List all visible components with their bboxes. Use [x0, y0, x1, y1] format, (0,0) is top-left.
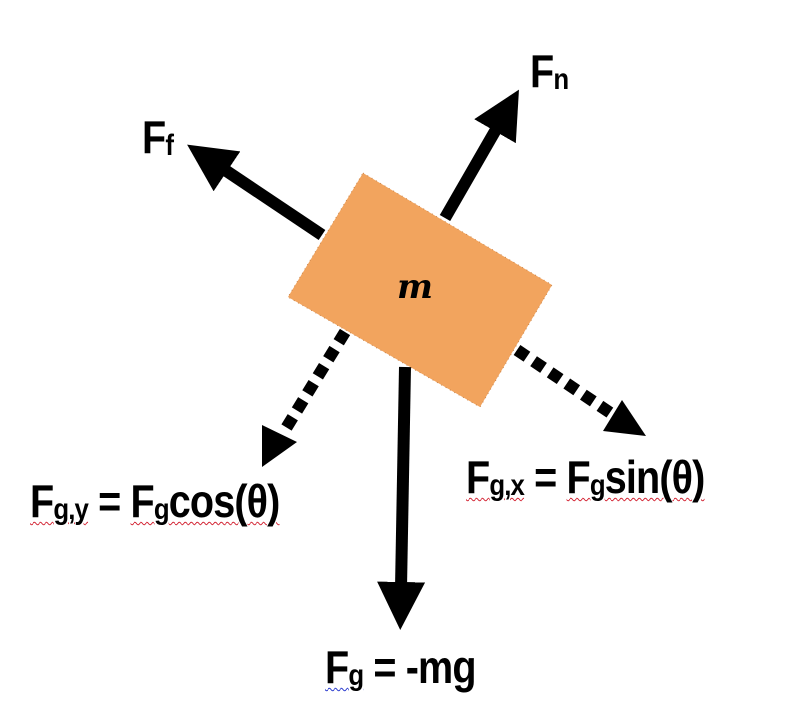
gravity-y-arrowhead	[262, 425, 297, 467]
friction-force-arrow	[187, 144, 326, 240]
gravity-label: Fg = -mg	[325, 641, 477, 693]
gravity-y-component-arrow	[279, 328, 351, 434]
normal-force-label: Fn	[530, 45, 569, 97]
gravity-x-arrowhead	[603, 400, 646, 436]
mass-block	[287, 172, 553, 408]
gravity-x-label: Fg,x = Fgsin(θ)	[466, 451, 705, 503]
gravity-x-component-arrow	[513, 345, 616, 419]
gravity-y-label: Fg,y = Fgcos(θ)	[30, 475, 280, 527]
mass-label: m	[397, 267, 433, 307]
friction-force-label: Ff	[142, 111, 174, 163]
normal-force-arrow	[439, 89, 519, 221]
gravity-arrow	[377, 366, 426, 630]
